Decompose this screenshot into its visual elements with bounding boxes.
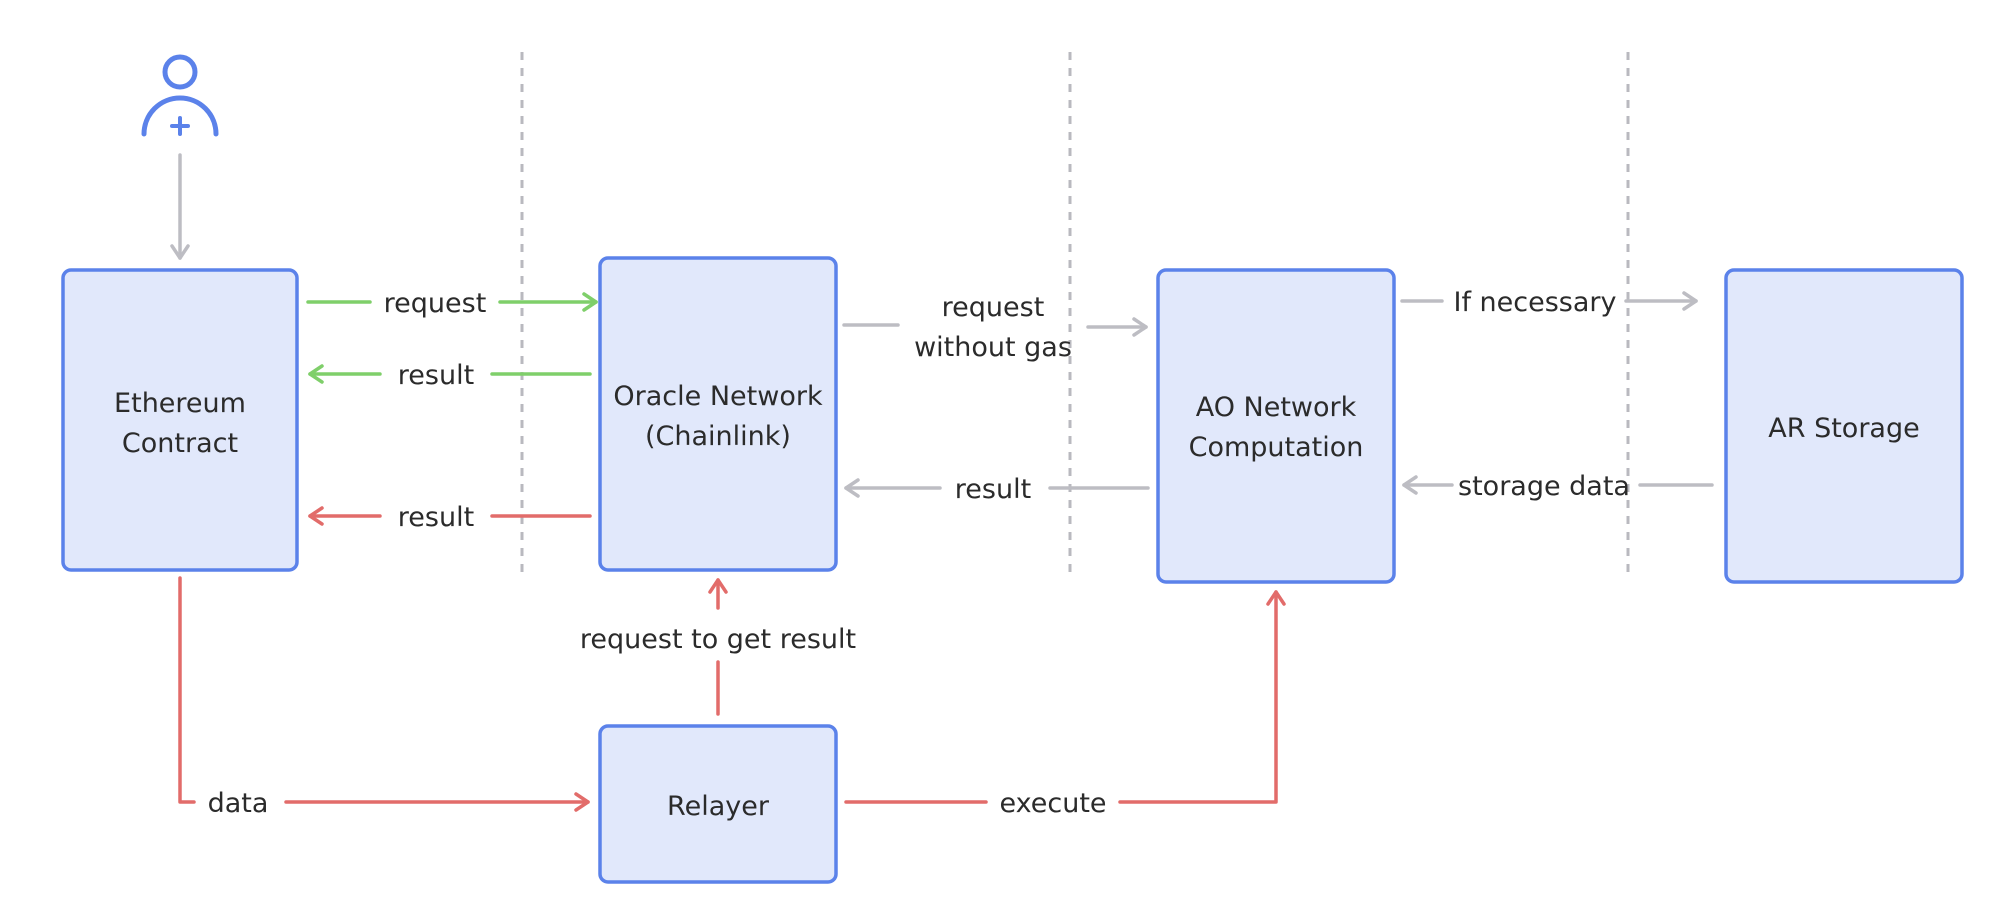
ethereum-contract-node: Ethereum Contract	[61, 268, 299, 572]
ar-storage-node: AR Storage	[1724, 268, 1964, 584]
ao-label-line1: AO Network	[1196, 392, 1357, 423]
result-red-edge: result	[308, 502, 592, 533]
request-without-gas-label-1: request	[942, 292, 1045, 323]
storage-data-label: storage data	[1458, 471, 1630, 502]
oracle-label-line1: Oracle Network	[613, 381, 823, 412]
ethereum-label-line2: Contract	[122, 428, 238, 459]
request-edge: request	[306, 288, 598, 319]
if-necessary-label: If necessary	[1454, 287, 1617, 318]
ao-network-node: AO Network Computation	[1156, 268, 1396, 584]
execute-label: execute	[999, 788, 1106, 819]
execute-edge: execute	[844, 590, 1286, 819]
add-user-icon	[141, 54, 219, 137]
result-green-edge: result	[308, 360, 592, 391]
relayer-node: Relayer	[598, 724, 838, 884]
result-gray-edge: result	[844, 474, 1150, 505]
data-edge: data	[178, 576, 590, 819]
data-label: data	[208, 788, 269, 819]
ao-label-line2: Computation	[1189, 432, 1364, 463]
request-without-gas-edge: request without gas	[842, 292, 1148, 363]
oracle-network-node: Oracle Network (Chainlink)	[598, 256, 838, 572]
result-green-label: result	[398, 360, 474, 391]
result-red-label: result	[398, 502, 474, 533]
request-to-get-result-label: request to get result	[580, 624, 856, 655]
relayer-label: Relayer	[667, 791, 770, 822]
ar-storage-label: AR Storage	[1768, 413, 1919, 444]
storage-data-edge: storage data	[1402, 471, 1714, 502]
request-label: request	[384, 288, 487, 319]
request-without-gas-label-2: without gas	[914, 332, 1072, 363]
oracle-label-line2: (Chainlink)	[645, 421, 791, 452]
result-gray-label: result	[955, 474, 1031, 505]
request-to-get-result-edge: request to get result	[580, 578, 856, 716]
if-necessary-edge: If necessary	[1400, 287, 1698, 318]
ethereum-label-line1: Ethereum	[114, 388, 246, 419]
